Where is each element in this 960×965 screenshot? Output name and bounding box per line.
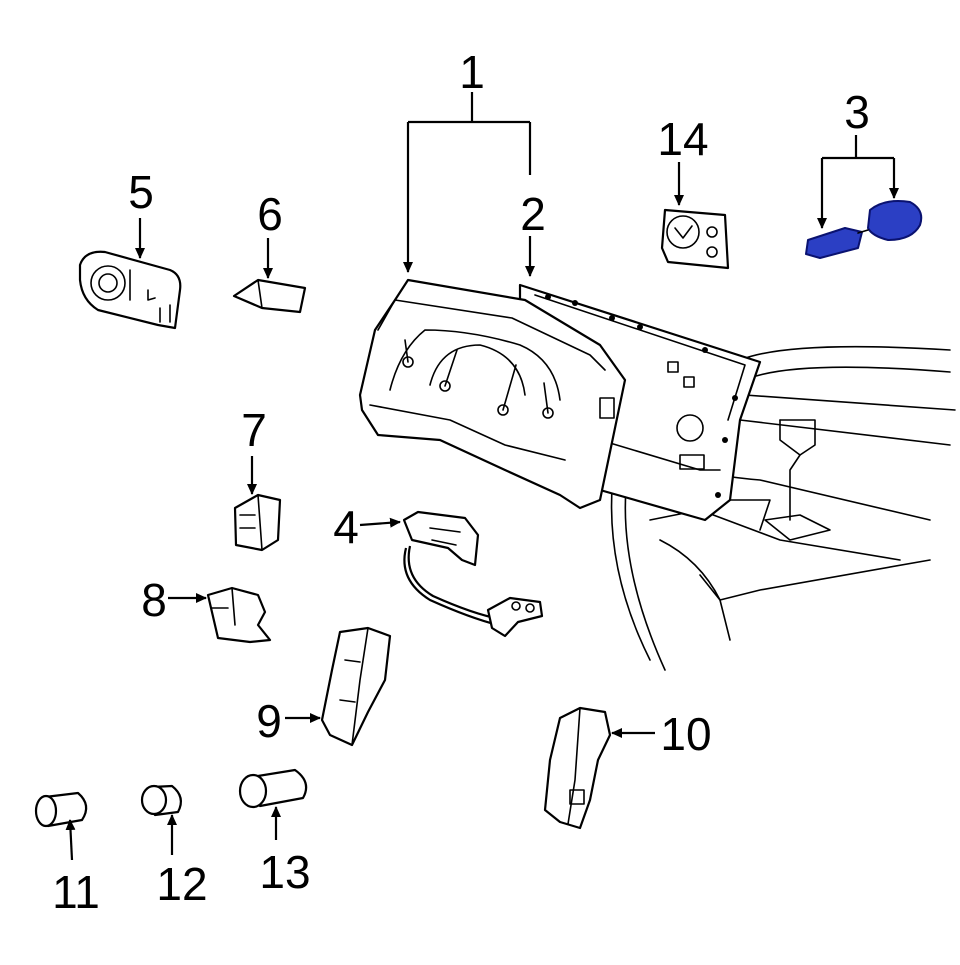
part-7-connector [233, 456, 282, 552]
part-13-bulb [238, 768, 308, 840]
part-6-bracket [232, 238, 307, 314]
part-4-wire-harness [359, 510, 544, 638]
leader-1 [408, 92, 532, 272]
part-9-trim [285, 626, 392, 747]
callout-12: 12 [156, 858, 207, 910]
part-1-instrument-cluster [358, 278, 627, 510]
callout-labels: 1 2 3 4 5 6 7 8 9 10 11 12 13 14 [52, 46, 870, 918]
part-8-connector [168, 586, 272, 644]
callout-5: 5 [128, 166, 154, 218]
part-11-bulb [34, 791, 88, 861]
callout-2: 2 [520, 188, 546, 240]
part-14-switch [660, 162, 730, 270]
callout-4: 4 [333, 501, 359, 553]
callout-13: 13 [259, 846, 310, 898]
part-10-trim [543, 706, 655, 830]
callout-1: 1 [459, 46, 485, 98]
callout-14: 14 [657, 113, 708, 165]
callout-9: 9 [256, 695, 282, 747]
callout-6: 6 [257, 188, 283, 240]
callout-8: 8 [141, 574, 167, 626]
callout-10: 10 [660, 708, 711, 760]
callout-7: 7 [241, 404, 267, 456]
part-3-bulb-socket [805, 135, 923, 259]
part-5-headlamp-switch [78, 218, 182, 330]
callout-11: 11 [52, 866, 100, 918]
callout-3: 3 [844, 86, 870, 138]
part-12-bulb [140, 784, 183, 855]
